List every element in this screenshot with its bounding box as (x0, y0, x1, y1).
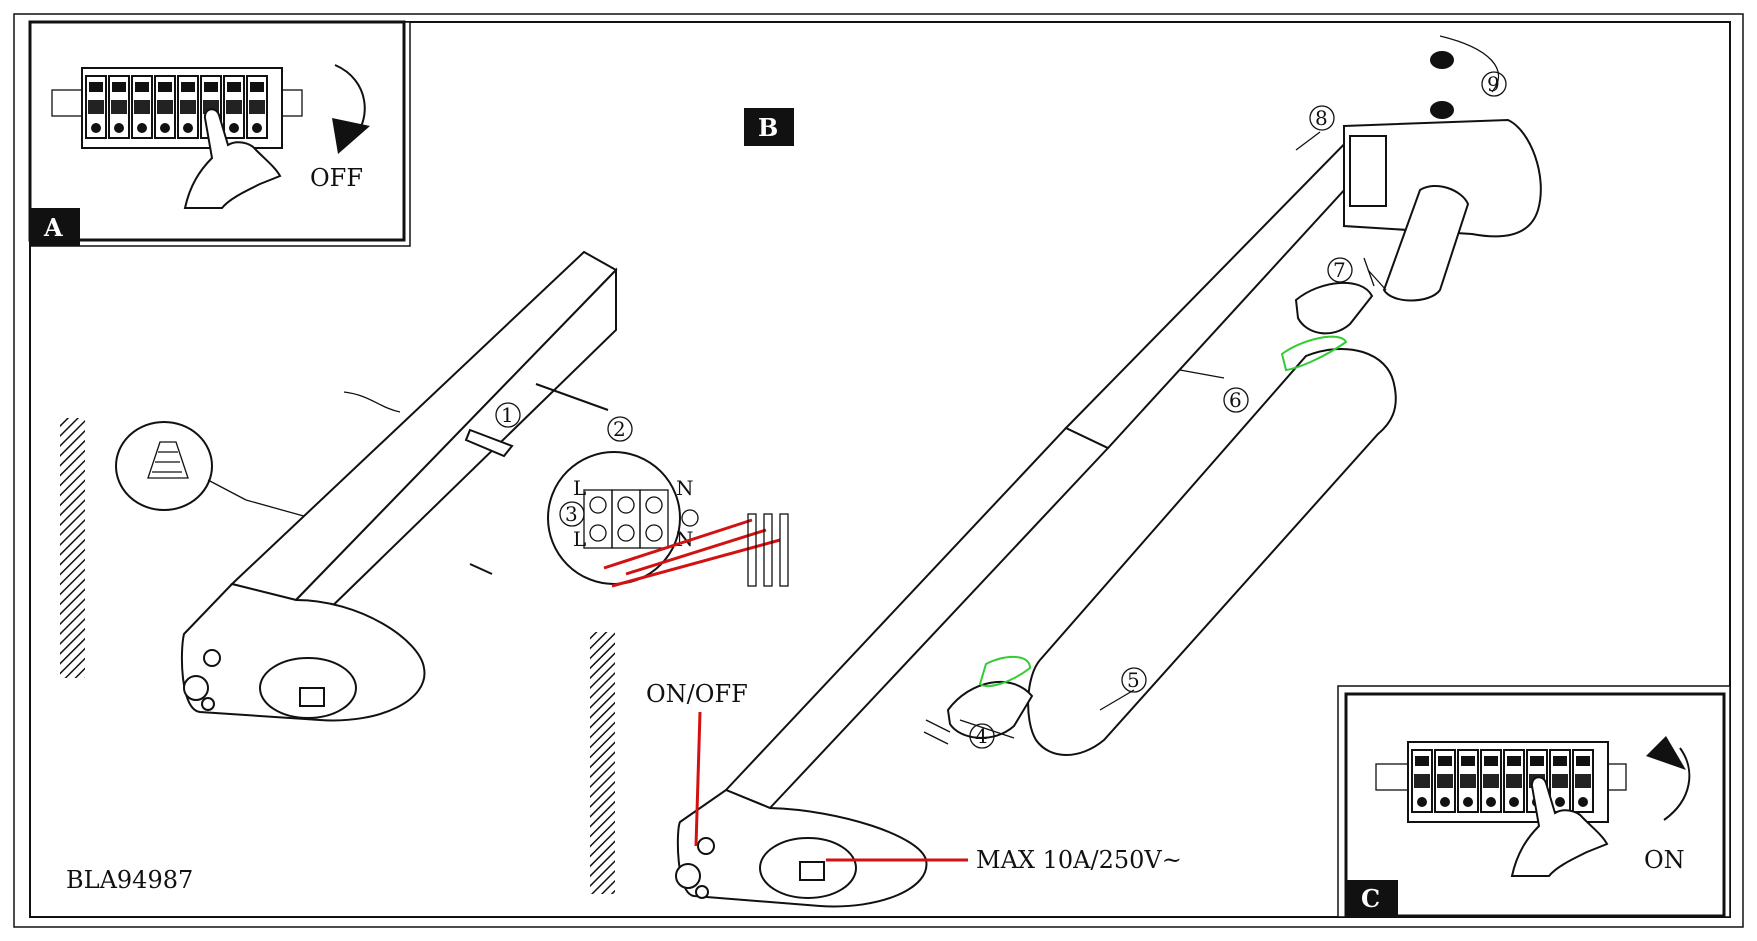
wire-bundle-icon (464, 428, 514, 458)
terminal-label-l-bottom: L (573, 527, 586, 551)
terminal-label-l-top: L (573, 476, 586, 500)
panel-c: ON C (1337, 685, 1731, 918)
step-number-2: 2 (613, 417, 626, 441)
step-number-7: 7 (1333, 258, 1346, 282)
step-number-3: 3 (565, 502, 578, 526)
panel-c-badge-box (1346, 880, 1398, 916)
panel-a-badge: A (43, 213, 63, 242)
step-number-5: 5 (1127, 668, 1140, 692)
ground-icon (681, 509, 699, 527)
panel-b-badge-box (744, 108, 794, 146)
bulb-upper (1294, 269, 1387, 335)
terminal-label-n-top: N (676, 476, 694, 500)
on-off-callout: ON/OFF (646, 680, 748, 708)
panel-b-badge: B (758, 113, 778, 142)
panel-c-badge: C (1361, 884, 1380, 913)
step-number-9: 9 (1487, 72, 1500, 96)
connector-sleeves (747, 513, 789, 587)
inner-border (29, 21, 1731, 918)
ceiling-screws (1430, 35, 1500, 119)
bulb-lower (923, 656, 1034, 745)
panel-a: OFF A (28, 20, 411, 247)
step-number-1: 1 (501, 403, 514, 427)
step-numbers: 1 2 3 4 5 6 7 8 9 (495, 71, 1507, 749)
step-number-8: 8 (1315, 106, 1328, 130)
step-number-4: 4 (975, 724, 988, 748)
diffuser-cover (1027, 335, 1397, 756)
panel-c-switch-label: ON (1644, 846, 1685, 874)
model-code: BLA94987 (66, 866, 193, 894)
dowel-callout (115, 421, 319, 521)
wall-hatch-left (60, 418, 85, 678)
max-rating-callout: MAX 10A/250V~ (976, 846, 1182, 874)
on-off-pointer (694, 711, 702, 847)
hand-icon-on (1510, 776, 1609, 877)
terminal-label-n-bottom: N (676, 527, 694, 551)
screw-lower (469, 563, 493, 575)
hand-icon (183, 108, 282, 209)
cable-left (343, 391, 401, 413)
outer-border (13, 13, 1744, 928)
red-wires (603, 518, 781, 588)
breaker-strip (51, 67, 303, 149)
wall-hatch-middle (590, 632, 615, 894)
rotate-arrow-on-icon (1663, 747, 1691, 821)
terminal-block-callout: L N L N (547, 451, 699, 585)
panel-a-badge-box (30, 208, 80, 246)
mounting-base-center (675, 426, 1110, 908)
step-number-6: 6 (1229, 388, 1242, 412)
lamp-arm (1064, 118, 1542, 450)
step-arrows (959, 131, 1375, 739)
mounting-base-left (180, 250, 618, 722)
breaker-strip-on (1375, 741, 1627, 823)
screw-upper (535, 383, 609, 411)
panel-a-switch-label: OFF (310, 164, 363, 192)
